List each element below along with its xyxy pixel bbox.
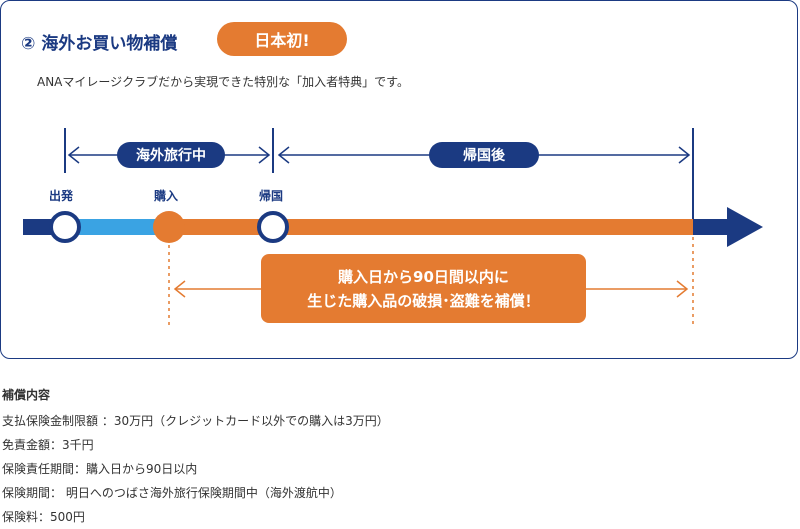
callout-line-1: 購入日から90日間以内に <box>338 267 509 286</box>
trip-span-left-arrowhead <box>67 146 80 164</box>
detail-row-premium: 保険料：500円 <box>2 510 85 524</box>
section-number: ② <box>21 34 36 54</box>
timeline-bar-end <box>693 219 731 235</box>
section-title: ② 海外お買い物補償 <box>21 29 177 54</box>
detail-row-limit: 支払保険金制限額 ：30万円（クレジットカード以外での購入は3万円） <box>2 414 389 428</box>
trip-span-right-arrowhead <box>258 146 271 164</box>
coverage-details: 補償内容 支払保険金制限額 ：30万円（クレジットカード以外での購入は3万円） … <box>2 386 389 529</box>
after-return-right-arrowhead <box>678 146 691 164</box>
phase-label-after-return: 帰国後 <box>429 142 539 168</box>
japan-first-badge: 日本初! <box>217 22 347 56</box>
timeline-bar-trip-before-purchase <box>65 219 169 235</box>
coverage-span-right-arrowhead <box>676 280 689 298</box>
point-label-departure: 出発 <box>49 189 74 203</box>
phase-label-during-trip: 海外旅行中 <box>117 142 225 168</box>
section-subtitle: ANAマイレージクラブだから実現できた特別な「加入者特典」です。 <box>37 75 409 89</box>
after-return-left-arrowhead <box>277 146 290 164</box>
point-label-return: 帰国 <box>259 189 284 203</box>
coverage-span-left-arrowhead <box>173 280 186 298</box>
timeline-bar-coverage <box>169 219 693 235</box>
timeline-arrowhead <box>727 207 763 247</box>
coverage-card: ② 海外お買い物補償 日本初! ANAマイレージクラブだから実現できた特別な「加… <box>0 0 798 359</box>
detail-row-liability-period: 保険責任期間：購入日から90日以内 <box>2 462 198 476</box>
return-node <box>257 211 289 243</box>
callout-line-2: 生じた購入品の破損･盗難を補償！ <box>307 291 540 310</box>
purchase-node <box>153 211 185 243</box>
point-label-purchase: 購入 <box>154 189 179 203</box>
departure-node <box>49 211 81 243</box>
detail-row-deductible: 免責金額：3千円 <box>2 438 94 452</box>
details-heading: 補償内容 <box>2 388 51 402</box>
section-title-text: 海外お買い物補償 <box>41 34 178 54</box>
coverage-callout: 購入日から90日間以内に 生じた購入品の破損･盗難を補償！ <box>261 254 586 323</box>
detail-row-insurance-period: 保険期間： 明日へのつばさ海外旅行保険期間中（海外渡航中） <box>2 486 342 500</box>
timeline-diagram <box>23 128 763 327</box>
